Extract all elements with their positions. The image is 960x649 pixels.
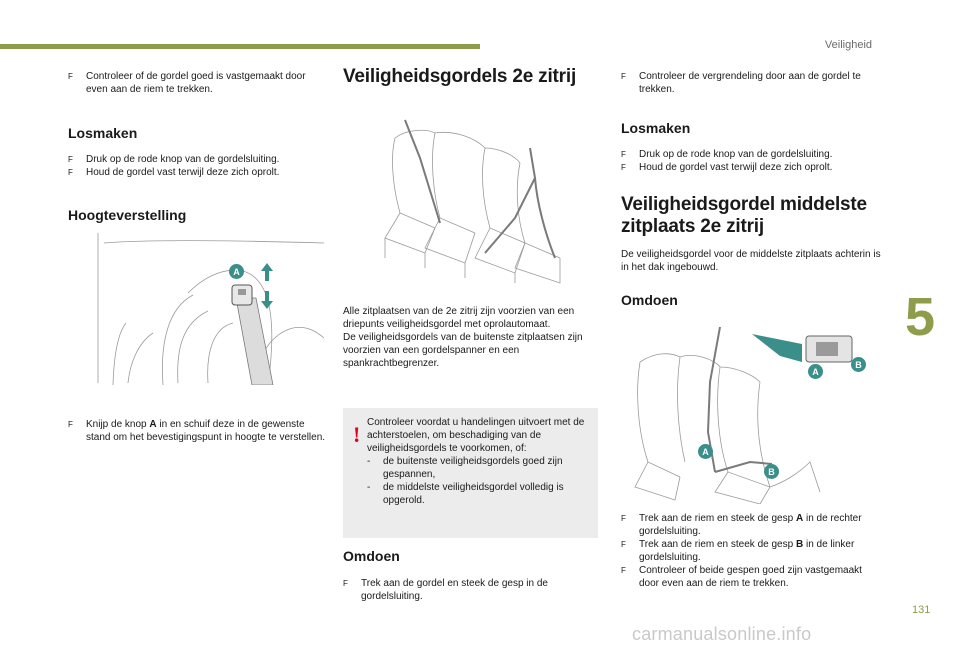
warning-icon: ! xyxy=(353,422,361,447)
paragraph-pretensioners: De veiligheidsgordels van de buitenste z… xyxy=(343,332,583,369)
heading-hoogteverstelling: Hoogteverstelling xyxy=(68,207,187,223)
rear-seats-icon xyxy=(384,119,561,284)
check-belt-bullet: F Controleer of de gordel goed is vastge… xyxy=(68,71,306,95)
list-item: F Druk op de rode knop van de gordelslui… xyxy=(68,154,280,165)
warning-box: ! Controleer voordat u handelingen uitvo… xyxy=(343,408,598,538)
column-2: Veiligheidsgordels 2e zitrij xyxy=(343,66,605,88)
list-item: F Controleer of beide gespen goed zijn v… xyxy=(621,565,862,589)
list-item: F Trek aan de riem en steek de gesp A in… xyxy=(621,513,862,537)
header-accent-bar xyxy=(0,44,480,49)
middle-belt-omdoen-instructions: F Trek aan de riem en steek de gesp A in… xyxy=(621,512,883,590)
heading-losmaken: Losmaken xyxy=(621,120,691,136)
height-adjust-illustration: A xyxy=(68,233,325,386)
watermark: carmanualsonline.info xyxy=(632,624,812,644)
callout-badge-b-buckle: B xyxy=(764,464,779,479)
section-title: Veiligheid xyxy=(824,39,872,51)
heading-middle-seat-belt: Veiligheidsgordel middelste zitplaats 2e… xyxy=(621,194,867,237)
heading-second-row-belts: Veiligheidsgordels 2e zitrij xyxy=(343,66,577,87)
bullet-marker: F xyxy=(68,72,73,81)
list-item: F Houd de gordel vast terwijl deze zich … xyxy=(621,162,833,173)
list-item: - de middelste veiligheidsgordel volledi… xyxy=(367,482,564,506)
heading-losmaken: Losmaken xyxy=(68,125,138,141)
height-adjust-instructions: F Knijp de knop A in en schuif deze in d… xyxy=(68,418,330,444)
callout-badge-a: A xyxy=(229,264,244,279)
second-row-omdoen: Omdoen F Trek aan de gordel en steek de … xyxy=(343,548,605,603)
warning-text: Controleer voordat u handelingen uitvoer… xyxy=(367,417,585,454)
list-item: - de buitenste veiligheidsgordels goed z… xyxy=(367,456,563,480)
paragraph-three-point: Alle zitplaatsen van de 2e zitrij zijn v… xyxy=(343,306,575,330)
middle-seat-belt-icon xyxy=(634,326,853,505)
paragraph-roof-mounted: De veiligheidsgordel voor de middelste z… xyxy=(621,249,881,273)
list-item: F Houd de gordel vast terwijl deze zich … xyxy=(68,167,280,178)
check-lock-bullet: F Controleer de vergrendeling door aan d… xyxy=(621,71,861,95)
list-item: F Knijp de knop A in en schuif deze in d… xyxy=(68,419,326,443)
heading-omdoen: Omdoen xyxy=(343,548,400,564)
heading-omdoen: Omdoen xyxy=(621,292,678,308)
seat-belt-anchor-icon xyxy=(97,233,325,386)
page-number: 131 xyxy=(912,604,931,616)
chapter-number: 5 xyxy=(905,287,936,347)
second-row-description: Alle zitplaatsen van de 2e zitrij zijn v… xyxy=(343,305,605,370)
second-row-seats-illustration xyxy=(365,118,570,288)
middle-belt-illustration: B A A B xyxy=(620,322,882,505)
list-item: F Trek aan de gordel en steek de gesp in… xyxy=(343,578,548,602)
column-1: F Controleer of de gordel goed is vastge… xyxy=(68,70,330,223)
callout-badge-a-buckle: A xyxy=(698,444,713,459)
list-item: F Trek aan de riem en steek de gesp B in… xyxy=(621,539,855,563)
list-item: F Druk op de rode knop van de gordelslui… xyxy=(621,149,833,160)
column-3: F Controleer de vergrendeling door aan d… xyxy=(621,70,883,308)
callout-badge-a-roof: A xyxy=(808,364,823,379)
callout-badge-b-roof: B xyxy=(851,357,866,372)
